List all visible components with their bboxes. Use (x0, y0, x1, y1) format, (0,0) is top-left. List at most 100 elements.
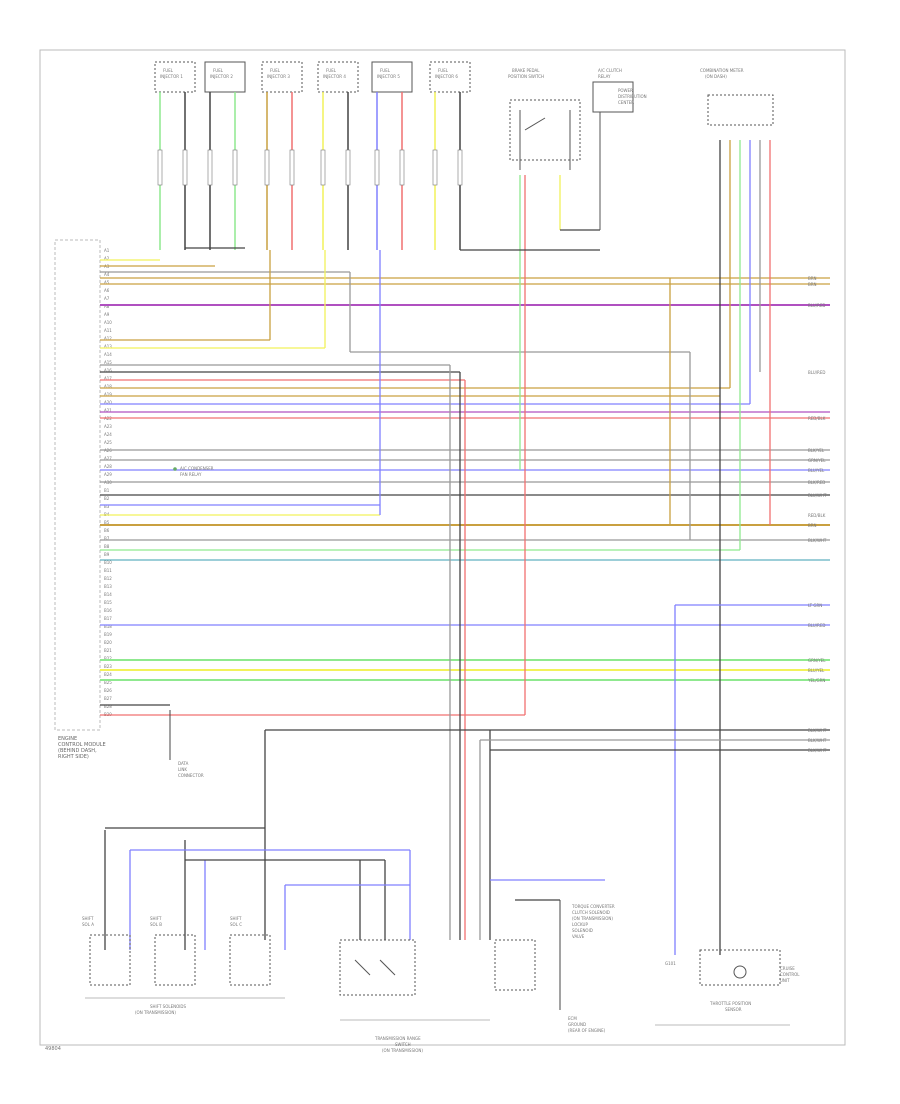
wire-label-box (157, 149, 163, 186)
svg-text:SHIFT: SHIFT (230, 916, 242, 921)
ecm-pin-label: B8 (104, 544, 110, 549)
right-labels: BRNBRNBLU/REDBLU/REDRED/BLKBLK/YELGRN/YE… (807, 276, 827, 753)
svg-text:CLUTCH SOLENOID: CLUTCH SOLENOID (572, 910, 610, 915)
svg-text:BRAKE PEDAL: BRAKE PEDAL (512, 68, 540, 73)
ecm-pin-label: A23 (104, 424, 112, 429)
svg-text:(ON DASH): (ON DASH) (705, 74, 727, 79)
svg-text:A/C CONDENSER: A/C CONDENSER (180, 466, 214, 471)
ecm-pin-label: B6 (104, 528, 110, 533)
ecm-pin-label: A20 (104, 400, 112, 405)
ecm-ground: ECM GROUND (REAR OF ENGINE) (559, 900, 606, 1033)
right-wire-label: BLU/YEL (808, 468, 825, 473)
right-wire-label: BLK/YEL (808, 448, 825, 453)
right-wire-label: BLK/WHT (808, 748, 827, 753)
svg-text:(ON TRANSMISSION): (ON TRANSMISSION) (382, 1048, 423, 1053)
ecm-pin-label: B12 (104, 576, 112, 581)
svg-text:TORQUE CONVERTER: TORQUE CONVERTER (571, 904, 615, 909)
wire-label-box (264, 149, 270, 186)
svg-text:CENTER: CENTER (618, 100, 634, 105)
svg-text:(BEHIND DASH,: (BEHIND DASH, (58, 748, 97, 754)
ac-clutch-relay: A/C CLUTCH RELAY POWER DISTRIBUTION CENT… (592, 68, 647, 230)
ecm-pin-label: B27 (104, 696, 112, 701)
ecm-pin-label: B7 (104, 536, 110, 541)
ecm-pin-label: A6 (104, 288, 110, 293)
ecm-pin-label: A27 (104, 456, 112, 461)
svg-text:ENGINE: ENGINE (58, 736, 77, 742)
svg-text:COMBINATION METER: COMBINATION METER (700, 68, 744, 73)
ecm-pin-label: B9 (104, 552, 110, 557)
injector-label: FUEL (213, 68, 224, 73)
right-wire-label: BLU/RED (808, 303, 825, 308)
svg-text:SHIFT: SHIFT (150, 916, 162, 921)
svg-text:SWITCH: SWITCH (395, 1042, 411, 1047)
throttle-position-sensor: THROTTLE POSITION SENSOR CRUISE CONTROL … (655, 949, 800, 1026)
svg-text:RIGHT SIDE): RIGHT SIDE) (58, 754, 89, 760)
ecm-pin-label: B20 (104, 640, 112, 645)
svg-text:ECM: ECM (568, 1016, 577, 1021)
injector-connector (317, 61, 359, 93)
injector-connector (371, 61, 413, 93)
svg-text:CONTROL MODULE: CONTROL MODULE (58, 742, 106, 748)
ecm-pin-label: B24 (104, 672, 112, 677)
ecm-pin-label: A2 (104, 256, 110, 261)
injector-connector (261, 61, 303, 93)
wire-label-box (345, 149, 351, 186)
ecm-pin-label: A12 (104, 336, 112, 341)
right-wire-label: RED/BLK (808, 416, 826, 421)
ecm-pin-label: A21 (104, 408, 112, 413)
ecm-box (54, 239, 101, 731)
ecm-pin-label: B14 (104, 592, 112, 597)
right-wire-label: GRN/YEL (808, 458, 826, 463)
injector-connector (204, 61, 246, 93)
right-wire-label: BRN (808, 276, 817, 281)
svg-text:RELAY: RELAY (598, 74, 611, 79)
right-wire-label: BLU/YEL (808, 668, 825, 673)
injector-connector (429, 61, 471, 93)
ecm-pin-label: B15 (104, 600, 112, 605)
svg-text:G101: G101 (665, 961, 676, 966)
wire-label-box (289, 149, 295, 186)
svg-text:LOCKUP: LOCKUP (572, 922, 588, 927)
ecm-pin-label: A5 (104, 280, 110, 285)
ecm-pin-label: A1 (104, 248, 110, 253)
ecm-pin-label: B17 (104, 616, 112, 621)
injector-connector (154, 61, 196, 93)
svg-text:TRANSMISSION RANGE: TRANSMISSION RANGE (374, 1036, 421, 1041)
svg-text:POSITION SWITCH: POSITION SWITCH (508, 74, 544, 79)
svg-text:A/C CLUTCH: A/C CLUTCH (598, 68, 622, 73)
wire-label-box (457, 149, 463, 186)
injector-label: INJECTOR 6 (435, 74, 458, 79)
ecm-pin-label: B11 (104, 568, 112, 573)
ecm-pin-label: B23 (104, 664, 112, 669)
right-wire-label: LT GRN (808, 603, 822, 608)
svg-text:SENSOR: SENSOR (725, 1007, 742, 1012)
svg-text:(ON TRANSMISSION): (ON TRANSMISSION) (572, 916, 613, 921)
ecm-label: ENGINE CONTROL MODULE (BEHIND DASH, RIGH… (58, 736, 106, 760)
ecm-pin-label: A18 (104, 384, 112, 389)
ecm-pin-label: B1 (104, 488, 110, 493)
right-wire-label: BLK/WHT (808, 738, 827, 743)
ecm-pin-label: A4 (104, 272, 110, 277)
right-wire-label: RED/BLK (808, 513, 826, 518)
svg-text:SHIFT: SHIFT (82, 916, 94, 921)
tcc-solenoid: TORQUE CONVERTER CLUTCH SOLENOID (ON TRA… (494, 904, 615, 991)
wire-label-box (320, 149, 326, 186)
injector-label: INJECTOR 3 (267, 74, 290, 79)
ecm-pin-label: B28 (104, 704, 112, 709)
wire-label-box (399, 149, 405, 186)
ecm-pin-label: B10 (104, 560, 112, 565)
ecm-pin-label: A7 (104, 296, 110, 301)
ecm-pin-label: A13 (104, 344, 112, 349)
brake-switch: BRAKE PEDAL POSITION SWITCH (508, 68, 581, 170)
svg-text:LINK: LINK (178, 767, 187, 772)
wire-label-box (432, 149, 438, 186)
right-wire-label: BRN (808, 523, 817, 528)
svg-text:CRUISE: CRUISE (780, 966, 795, 971)
ecm-pin-label: A24 (104, 432, 112, 437)
svg-text:DATA: DATA (178, 761, 189, 766)
ecm-pin-label: A29 (104, 472, 112, 477)
footer-id: 49804 (45, 1046, 61, 1052)
wire-label-box (232, 149, 238, 186)
ecm-pin-label: A8 (104, 304, 110, 309)
